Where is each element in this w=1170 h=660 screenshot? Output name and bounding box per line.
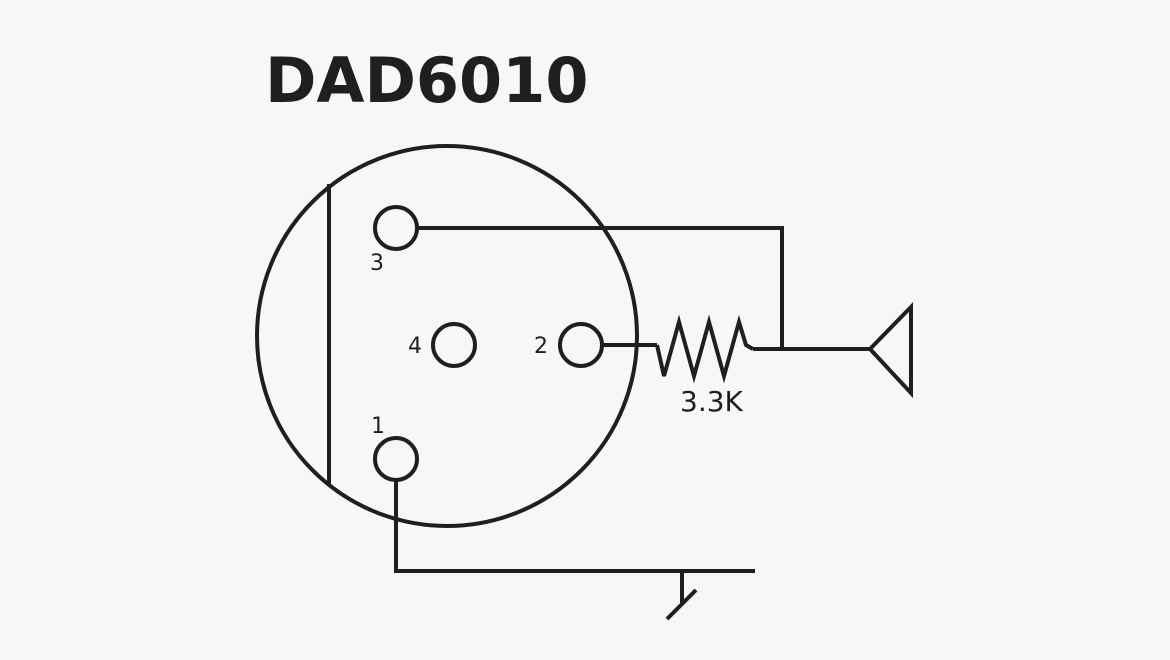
resistor-symbol xyxy=(655,314,754,384)
pin-1-contact xyxy=(373,436,419,482)
pin-4: 4 xyxy=(408,322,477,368)
connector-outline xyxy=(255,144,639,528)
pin-4-label: 4 xyxy=(408,334,422,359)
amplifier-triangle-icon xyxy=(867,302,913,399)
pin-1-label: 1 xyxy=(371,414,385,439)
diagram-title: DAD6010 xyxy=(265,44,588,117)
chassis-ground-icon xyxy=(665,571,698,621)
pin-2: 2 xyxy=(534,322,604,368)
pin-3: 3 xyxy=(370,205,419,276)
wire-pin-3 xyxy=(417,226,784,349)
pin-3-label: 3 xyxy=(370,251,384,276)
pin-3-contact xyxy=(373,205,419,251)
pin-2-label: 2 xyxy=(534,334,548,359)
resistor-value-label: 3.3K xyxy=(680,385,744,418)
pin-4-contact xyxy=(431,322,477,368)
wire-pin-1 xyxy=(394,480,755,573)
connector-body xyxy=(255,144,639,528)
pin-1: 1 xyxy=(371,414,419,482)
pin-2-contact xyxy=(558,322,604,368)
